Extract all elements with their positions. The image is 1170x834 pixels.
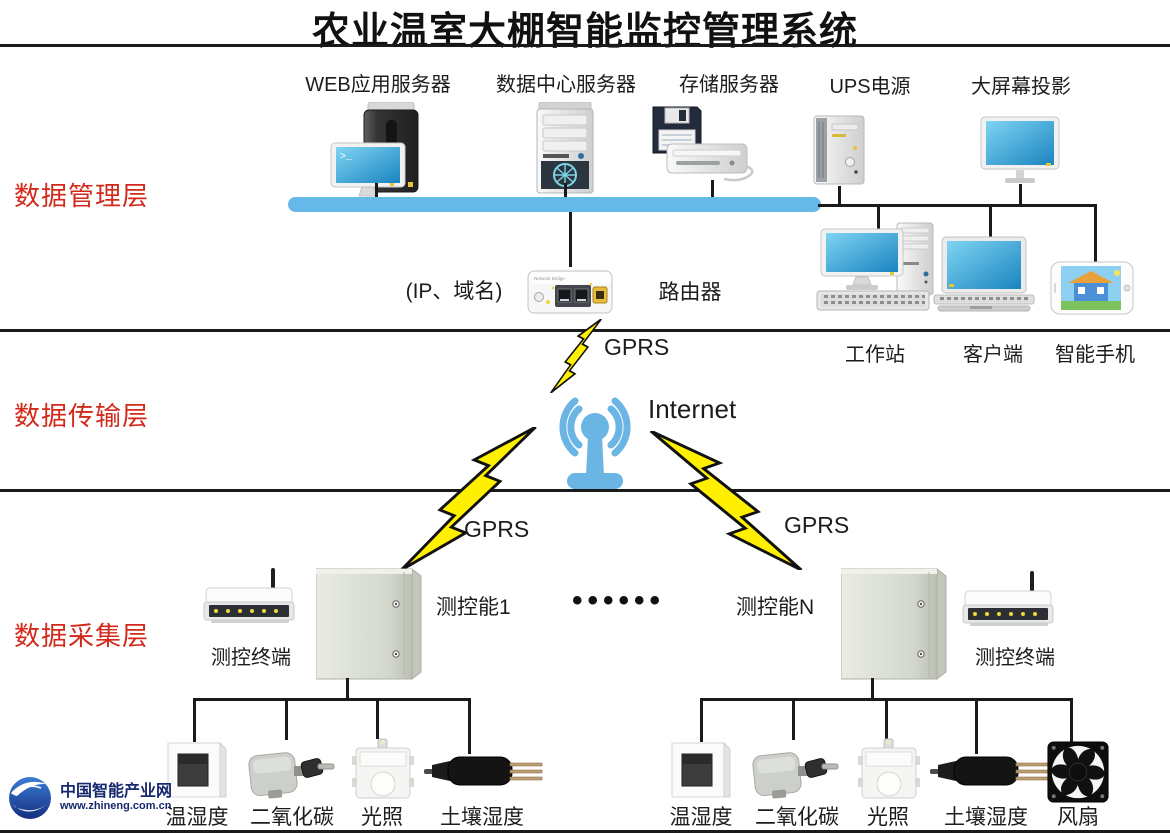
connector-projection	[1019, 184, 1022, 205]
internet-icon	[559, 397, 631, 489]
watermark-text: 中国智能产业网 www.zhineng.com.cn	[60, 783, 172, 814]
soil-moisture-sensor-right-icon	[930, 756, 1049, 786]
separator-transmission-collection	[0, 489, 1170, 492]
datacenter-server-icon	[536, 102, 594, 194]
label-router: 路由器	[658, 281, 722, 304]
projection-screen-icon	[980, 116, 1060, 183]
tree-right-drop-5	[1070, 698, 1073, 744]
watermark-url: www.zhineng.com.cn	[60, 800, 172, 813]
tree-left-drop-4	[468, 698, 471, 754]
label-sensor-right-temp: 温湿度	[669, 806, 733, 829]
network-bus-bar	[288, 197, 821, 212]
layer-label-collection: 数据采集层	[14, 621, 150, 651]
tree-right-drop-1	[700, 698, 703, 742]
label-cabinet-left: 测控能1	[436, 596, 511, 619]
tree-right-drop-3	[885, 698, 888, 739]
temp-humidity-sensor-right-icon	[671, 741, 731, 798]
router-device-icon: Network Bridge	[527, 270, 613, 314]
label-workstation: 工作站	[845, 344, 905, 366]
web-monitor-icon: >_	[330, 142, 406, 202]
smartphone-icon	[1050, 261, 1134, 315]
workstation-monitor-icon	[820, 228, 904, 290]
site-watermark: 中国智能产业网 www.zhineng.com.cn	[6, 774, 172, 822]
label-cabinet-right: 测控能N	[736, 596, 815, 619]
connector-laptop	[989, 204, 992, 238]
label-client: 客户端	[963, 344, 1023, 366]
label-sensor-right-light: 光照	[867, 806, 909, 829]
watermark-name: 中国智能产业网	[60, 782, 173, 800]
storage-drive-icon	[666, 143, 754, 182]
lightning-bolt-left-icon	[400, 427, 537, 570]
lightning-bolt-top-icon	[550, 319, 602, 393]
layer-label-management: 数据管理层	[14, 181, 150, 211]
control-cabinet-left-icon	[316, 567, 422, 681]
light-sensor-right-icon	[858, 738, 920, 799]
connector-web-to-bus	[375, 183, 378, 198]
label-web-server: WEB应用服务器	[305, 74, 451, 96]
bottom-border	[0, 830, 1170, 833]
connector-storage-to-bus	[711, 180, 714, 198]
connector-workstation	[877, 204, 880, 231]
control-cabinet-right-icon	[841, 567, 947, 681]
label-sensor-left-soil: 土壤湿度	[440, 806, 524, 829]
terminal-router-right-icon	[962, 571, 1054, 626]
keyboard-icon	[816, 290, 930, 311]
svg-text:>_: >_	[340, 152, 353, 163]
label-terminal-right: 测控终端	[975, 647, 1055, 669]
layer-label-transmission: 数据传输层	[14, 401, 150, 431]
tree-left-horizontal	[193, 698, 471, 701]
label-gprs-left: GPRS	[464, 516, 530, 542]
zhineng-globe-icon	[9, 777, 51, 819]
connector-smartphone	[1094, 204, 1097, 264]
title-underline	[0, 44, 1170, 47]
connector-bus-to-router	[569, 212, 572, 267]
label-sensor-left-light: 光照	[361, 806, 403, 829]
workstation-tower-icon	[896, 222, 934, 296]
floppy-disk-icon	[652, 106, 702, 154]
label-gprs-top: GPRS	[604, 334, 670, 360]
label-sensor-left-co2: 二氧化碳	[250, 806, 334, 829]
label-sensor-right-co2: 二氧化碳	[755, 806, 839, 829]
co2-sensor-right-icon	[752, 752, 839, 799]
label-smartphone: 智能手机	[1055, 344, 1135, 366]
ups-tower-icon	[813, 115, 865, 185]
label-ip-domain: (IP、域名)	[405, 280, 503, 303]
tree-left-drop-1	[193, 698, 196, 742]
label-sensor-right-soil: 土壤湿度	[944, 806, 1028, 829]
label-sensor-right-fan: 风扇	[1057, 806, 1099, 829]
label-storage-server: 存储服务器	[679, 74, 779, 96]
label-projection: 大屏幕投影	[971, 76, 1071, 98]
label-ups: UPS电源	[829, 76, 911, 98]
label-gprs-right: GPRS	[784, 512, 850, 538]
label-internet: Internet	[648, 394, 737, 424]
tree-left-stem	[346, 678, 349, 700]
terminal-router-left-icon	[203, 568, 295, 623]
connector-ups	[838, 186, 841, 205]
light-sensor-left-icon	[352, 738, 414, 799]
connector-datacenter-to-bus	[564, 183, 567, 198]
label-terminal-left: 测控终端	[211, 647, 291, 669]
router-device-text: Network Bridge	[534, 276, 565, 281]
soil-moisture-sensor-left-icon	[424, 756, 543, 786]
temp-humidity-sensor-left-icon	[167, 741, 227, 798]
ellipsis-dots: ••••••	[572, 584, 666, 617]
bus-extension-line	[818, 204, 1097, 207]
laptop-icon	[933, 236, 1035, 312]
lightning-bolt-right-icon	[649, 431, 803, 570]
tree-right-drop-2	[792, 698, 795, 740]
tree-left-drop-2	[285, 698, 288, 740]
tree-left-drop-3	[376, 698, 379, 739]
label-datacenter-server: 数据中心服务器	[496, 74, 636, 96]
tree-right-drop-4	[975, 698, 978, 754]
fan-icon	[1047, 741, 1109, 803]
tree-right-stem	[871, 678, 874, 700]
co2-sensor-left-icon	[248, 752, 335, 799]
label-sensor-left-temp: 温湿度	[165, 806, 229, 829]
